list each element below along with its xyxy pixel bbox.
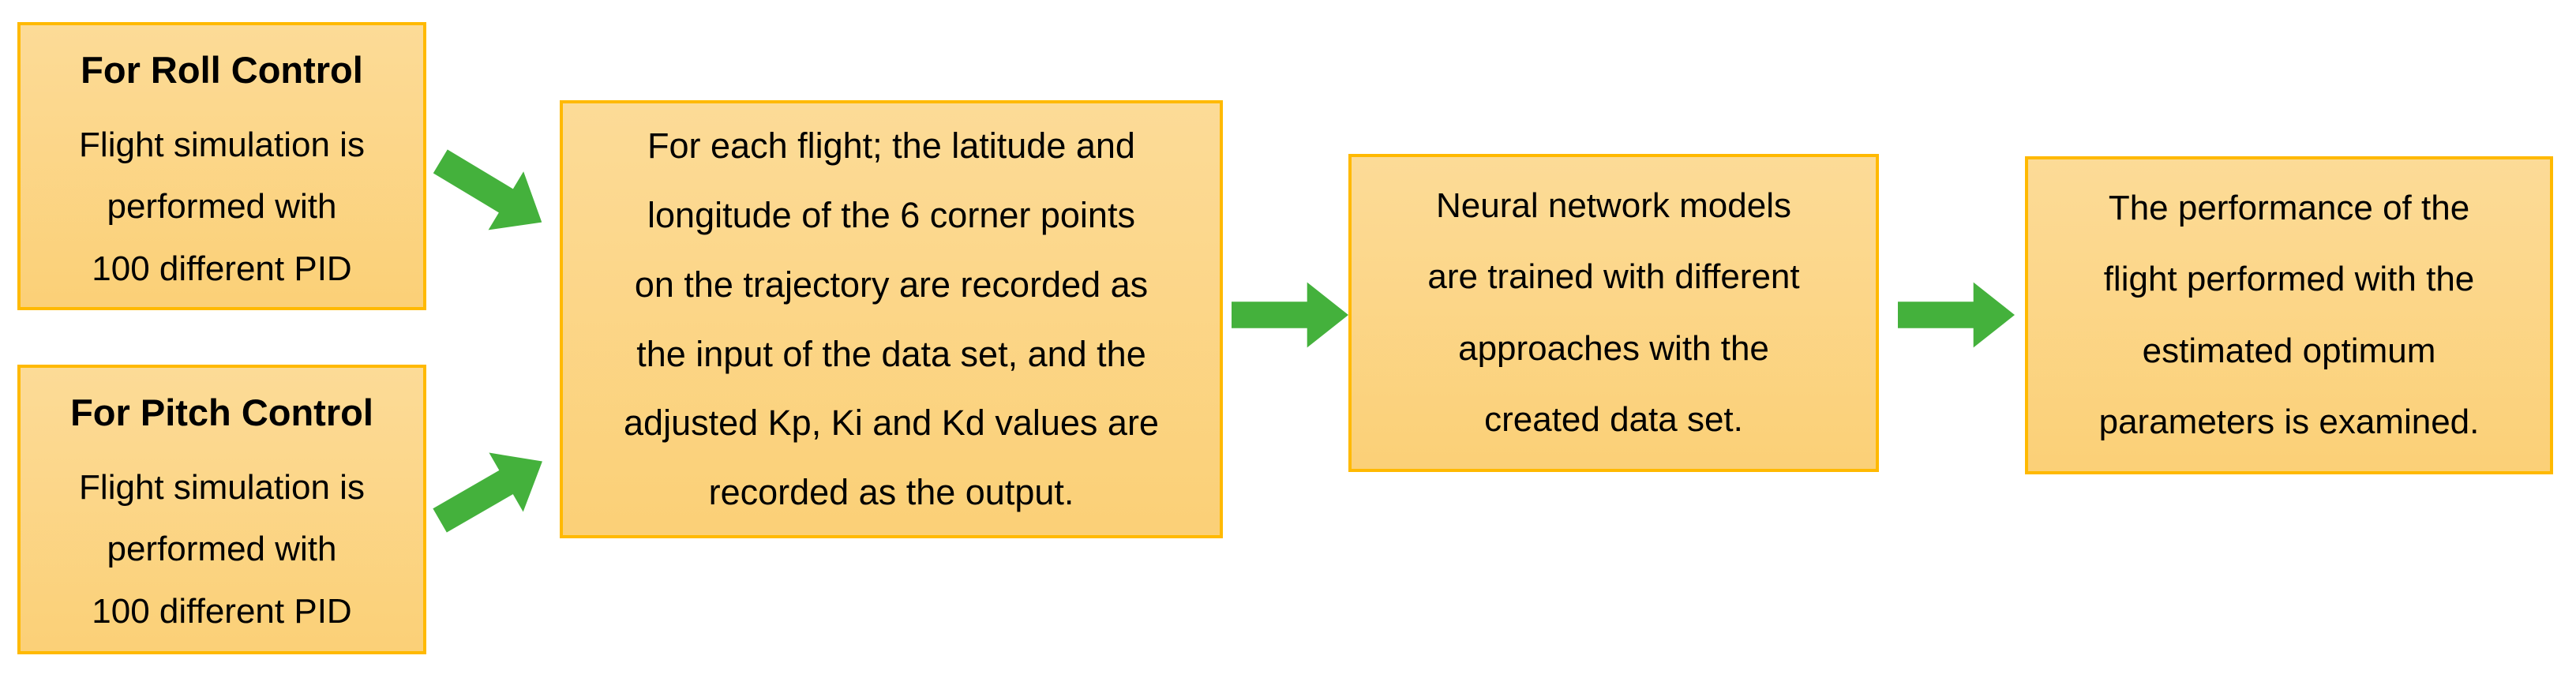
block-arrow-icon: [433, 452, 542, 533]
box-roll-control: For Roll Control Flight simulation is pe…: [17, 22, 426, 310]
box-performance-examination: The performance of the flight performed …: [2025, 156, 2553, 474]
box-pitch-title: For Pitch Control: [70, 391, 373, 433]
box-dataset-recording: For each flight; the latitude and longit…: [560, 100, 1223, 538]
arrow-pitch-to-dataset: [422, 430, 561, 553]
box-roll-body: Flight simulation is performed with 100 …: [79, 125, 365, 288]
box-pitch-body: Flight simulation is performed with 100 …: [79, 468, 365, 631]
arrow-nn-to-perf: [1898, 280, 2015, 350]
arrow-roll-to-dataset: [422, 130, 561, 253]
box-nn-body: Neural network models are trained with d…: [1427, 186, 1800, 439]
arrow-dataset-to-nn: [1232, 280, 1348, 350]
block-arrow-icon: [433, 149, 542, 230]
box-dataset-body: For each flight; the latitude and longit…: [624, 125, 1159, 512]
box-pitch-control: For Pitch Control Flight simulation is p…: [17, 365, 426, 654]
block-arrow-icon: [1232, 282, 1348, 348]
box-perf-body: The performance of the flight performed …: [2098, 189, 2480, 441]
box-roll-title: For Roll Control: [81, 49, 363, 91]
block-arrow-icon: [1898, 282, 2015, 348]
box-neural-network-training: Neural network models are trained with d…: [1348, 154, 1879, 472]
